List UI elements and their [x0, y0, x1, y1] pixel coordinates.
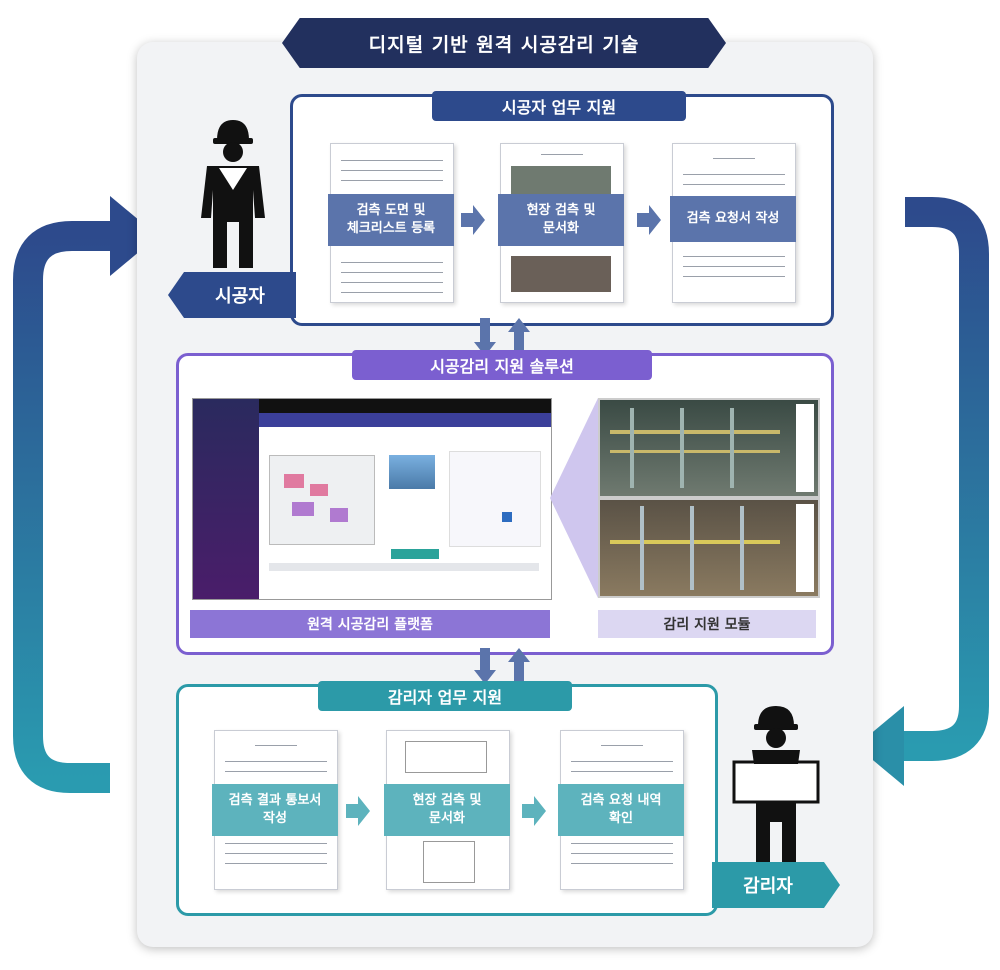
constructor-step-arrow-2: [637, 205, 661, 235]
supervisor-step-arrow-1: [346, 796, 370, 826]
supervisor-step-2-label: 현장 검측 및 문서화: [384, 784, 510, 836]
supervisor-step-3-label: 검측 요청 내역 확인: [558, 784, 684, 836]
platform-building-photo: [389, 455, 435, 489]
exchange-arrows-bottom: [474, 648, 530, 684]
platform-content-header: [259, 413, 551, 427]
platform-calendar: [449, 451, 541, 547]
constructor-role-label: 시공자: [215, 286, 265, 307]
constructor-step-3-label: 검측 요청서 작성: [670, 196, 796, 242]
exchange-arrows-top: [474, 318, 530, 356]
right-cycle-arrow: [904, 197, 989, 761]
constructor-step-arrow-1: [461, 205, 485, 235]
platform-sidebar: [193, 399, 259, 599]
module-caption: 감리 지원 모듈: [598, 610, 816, 638]
platform-caption: 원격 시공감리 플랫폼: [190, 610, 550, 638]
platform-screenshot: [192, 398, 552, 600]
supervisor-step-arrow-2: [522, 796, 546, 826]
module-screenshot-1: [598, 398, 820, 498]
platform-action-button: [391, 549, 439, 559]
module-screenshot-2: [598, 498, 820, 598]
construction-worker-icon: [201, 120, 265, 268]
constructor-step-2-label: 현장 검측 및 문서화: [498, 194, 624, 246]
supervisor-icon: [732, 706, 820, 866]
constructor-section-label: 시공자 업무 지원: [432, 91, 686, 121]
zoom-wedge: [550, 398, 598, 598]
left-arrowhead: [110, 196, 158, 276]
platform-map: [269, 455, 375, 545]
constructor-role-tag: [168, 272, 296, 318]
supervisor-role-tag: [712, 862, 840, 908]
page-title: 디지털 기반 원격 시공감리 기술: [282, 18, 726, 68]
solution-section-label: 시공감리 지원 솔루션: [352, 350, 652, 380]
left-cycle-arrow: [13, 221, 112, 793]
constructor-step-1-label: 검측 도면 및 체크리스트 등록: [328, 194, 454, 246]
supervisor-step-1-label: 검측 결과 통보서 작성: [212, 784, 338, 836]
platform-topbar: [259, 399, 551, 413]
right-arrowhead: [856, 706, 904, 786]
supervisor-role-label: 감리자: [743, 876, 793, 897]
supervisor-section-label: 감리자 업무 지원: [318, 681, 572, 711]
platform-table: [269, 563, 539, 571]
